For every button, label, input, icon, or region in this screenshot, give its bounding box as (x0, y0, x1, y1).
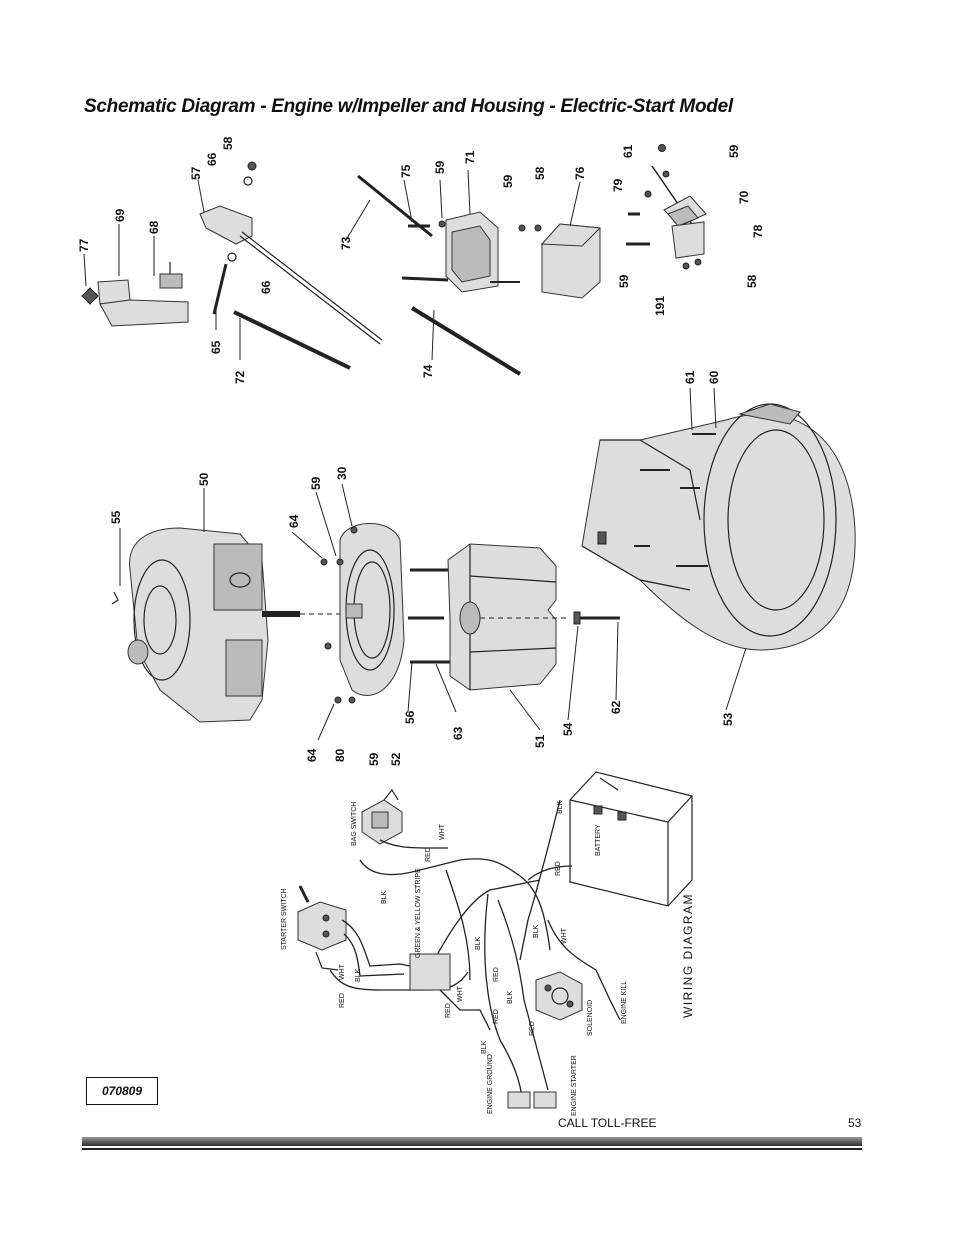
part-label: 77 (77, 238, 91, 252)
wiring-diagram-title: WIRING DIAGRAM (681, 893, 695, 1018)
part-label: 191 (653, 296, 667, 316)
part-label: 68 (147, 220, 161, 234)
engine-starter-terminal (533, 1091, 557, 1109)
mounting-plate (320, 523, 458, 704)
part-label: 64 (287, 514, 301, 528)
part-label: 58 (745, 274, 759, 288)
wire-label: BLK (533, 924, 540, 938)
part-label: 75 (399, 164, 413, 178)
part-label: 54 (561, 722, 575, 736)
part-label: 59 (727, 144, 741, 158)
wire-label: WHT (561, 927, 568, 944)
part-label: 58 (221, 136, 235, 150)
part-label: 50 (197, 472, 211, 486)
part-label: 60 (707, 370, 721, 384)
part-label: 59 (617, 274, 631, 288)
part-label: 55 (109, 510, 123, 524)
impeller (447, 543, 620, 691)
leader-lines (83, 169, 747, 741)
wire-label: RED (529, 1021, 536, 1036)
footer-rule (82, 1148, 862, 1150)
wire-label: BLK (557, 800, 564, 814)
part-label: 78 (751, 224, 765, 238)
part-label: 59 (309, 476, 323, 490)
harness-connector (409, 953, 451, 991)
wire-label-battery: BATTERY (595, 824, 602, 856)
solenoid (535, 971, 583, 1021)
wire-label: WHT (439, 823, 446, 840)
part-label: 52 (389, 752, 403, 766)
wire-label: BLK (481, 1040, 488, 1054)
part-label: 64 (305, 748, 319, 762)
part-label: 59 (433, 160, 447, 174)
wire-label: WHT (339, 963, 346, 980)
wire-label-starter-switch: STARTER SWITCH (281, 888, 288, 950)
part-label: 61 (683, 370, 697, 384)
part-label: 69 (113, 208, 127, 222)
wire-label: WHT (457, 985, 464, 1002)
solenoid-bracket (626, 144, 707, 270)
part-label: 71 (463, 150, 477, 164)
wire-label: BLK (475, 936, 482, 950)
footer-call-text: CALL TOLL-FREE (558, 1116, 657, 1130)
part-labels: 57 66 58 69 68 77 65 66 72 73 75 59 71 5… (77, 136, 765, 766)
part-label: 79 (611, 178, 625, 192)
wire-label: RED (493, 967, 500, 982)
part-label: 66 (259, 280, 273, 294)
page-title: Schematic Diagram - Engine w/Impeller an… (84, 96, 733, 117)
engine (111, 527, 346, 723)
part-label: 65 (209, 340, 223, 354)
starter-switch (297, 885, 347, 971)
handle-assembly (81, 161, 522, 376)
wire-label: RED (425, 847, 432, 862)
page-number: 53 (848, 1116, 862, 1130)
part-label: 59 (501, 174, 515, 188)
part-label: 80 (333, 748, 347, 762)
wire-label: GREEN & YELLOW STRIPE (415, 868, 422, 958)
part-label: 73 (339, 236, 353, 250)
part-label: 59 (367, 752, 381, 766)
part-label: 61 (621, 144, 635, 158)
diagram-code: 070809 (86, 1077, 158, 1105)
battery-mount (401, 211, 602, 299)
part-label: 70 (737, 190, 751, 204)
footer-bar (82, 1137, 862, 1146)
blower-housing (581, 403, 856, 651)
wire-label-bag-switch: BAG SWITCH (351, 802, 358, 846)
part-label: 58 (533, 166, 547, 180)
part-label: 72 (233, 370, 247, 384)
wire-label-engine-starter: ENGINE STARTER (571, 1055, 578, 1116)
part-label: 57 (189, 166, 203, 180)
wiring-diagram: BAG SWITCH WHT RED BLK STARTER SWITCH GR… (281, 771, 695, 1116)
wire-label: RED (339, 993, 346, 1008)
part-label: 56 (403, 710, 417, 724)
part-label: 53 (721, 712, 735, 726)
part-label: 74 (421, 364, 435, 378)
part-label: 76 (573, 166, 587, 180)
wire-label: BLK (507, 990, 514, 1004)
engine-ground-terminal (507, 1091, 531, 1109)
wire-label-engine-ground: ENGINE GROUND (487, 1054, 494, 1114)
part-label: 51 (533, 734, 547, 748)
wire-label: RED (445, 1003, 452, 1018)
battery (569, 771, 693, 907)
bag-switch (361, 788, 403, 845)
wire-label: BLK (355, 968, 362, 982)
wire-label-engine-kill: ENGINE KILL (621, 981, 628, 1024)
part-label: 66 (205, 152, 219, 166)
part-label: 30 (335, 466, 349, 480)
wire-label: RED (555, 861, 562, 876)
wire-label: RED (493, 1009, 500, 1024)
part-label: 62 (609, 700, 623, 714)
wire-label-solenoid: SOLENOID (587, 1000, 594, 1036)
part-label: 63 (451, 726, 465, 740)
wire-label: BLK (381, 890, 388, 904)
